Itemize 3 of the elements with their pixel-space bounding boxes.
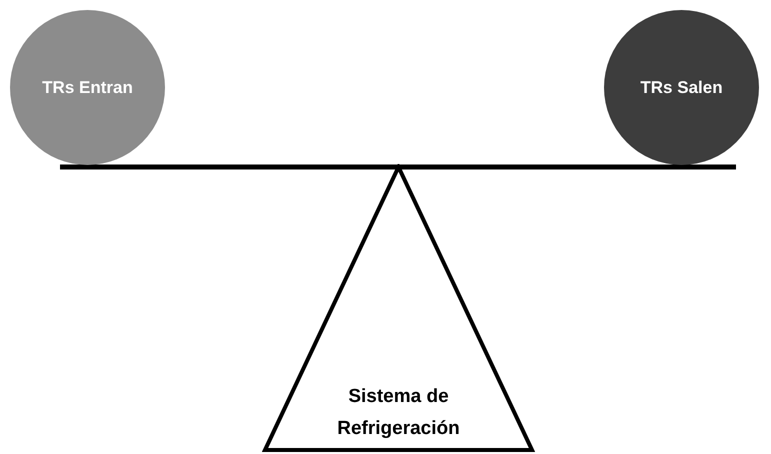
circle-label: TRs Entran [42,76,133,99]
circle-label: TRs Salen [640,76,723,99]
fulcrum-label: Sistema de Refrigeración [336,385,461,441]
